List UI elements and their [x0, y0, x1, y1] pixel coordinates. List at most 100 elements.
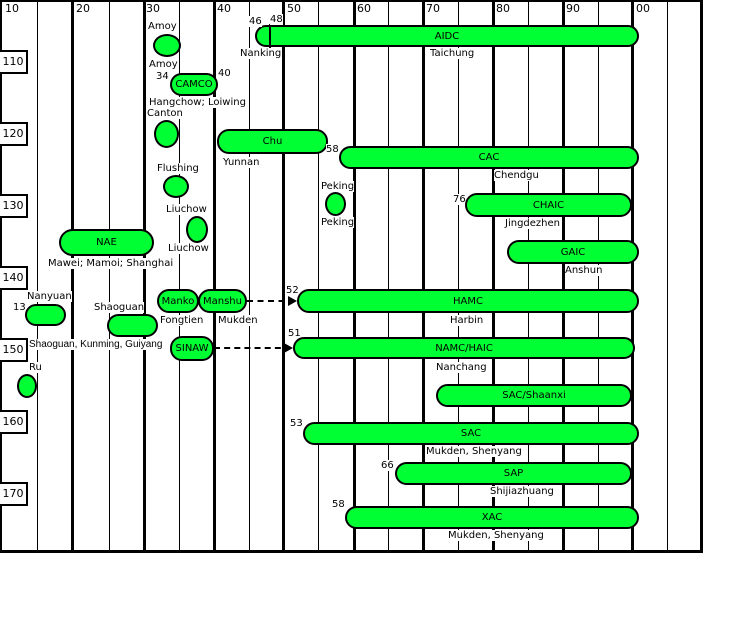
- bar-label: Manko: [161, 295, 195, 307]
- bar-sinaw: SINAW: [170, 336, 214, 361]
- site-canton: [154, 120, 179, 148]
- site-label: Liuchow: [166, 204, 207, 215]
- bar-chu: Chu: [217, 129, 328, 154]
- location-label: Shijiazhuang: [490, 486, 554, 497]
- x-tick: 20: [76, 2, 90, 15]
- site-label: Flushing: [157, 163, 199, 174]
- location-label: Jingdezhen: [505, 218, 560, 229]
- bar-label: NAMC/HAIC: [435, 342, 493, 354]
- start-year: 58: [326, 144, 339, 155]
- y-tick: 120: [0, 122, 28, 146]
- mark-year: 48: [270, 14, 283, 25]
- start-year: 13: [13, 302, 26, 313]
- bar-sac: SAC: [303, 422, 639, 445]
- bar-cac: CAC: [339, 146, 639, 169]
- dashed-arrow: [214, 343, 293, 353]
- dashed-arrow: [247, 296, 297, 306]
- bar-nae: NAE: [59, 229, 154, 256]
- location-label: Mukden, Shenyang: [448, 530, 544, 541]
- bar-label: NAE: [96, 237, 117, 248]
- location-label: Chendgu: [494, 170, 539, 181]
- start-year: 46: [249, 16, 262, 27]
- bar-manko: Manko: [157, 289, 199, 313]
- bar-hamc: HAMC: [297, 289, 639, 313]
- site-label: Peking: [321, 181, 355, 192]
- grid-line: [458, 0, 459, 551]
- location-label: Mukden: [218, 315, 258, 326]
- site-label: Liuchow: [168, 243, 209, 254]
- site-label: Canton: [147, 108, 183, 119]
- bar-label: CHAIC: [532, 199, 565, 211]
- grid-line: [353, 0, 356, 551]
- site-label: Amoy: [148, 21, 177, 32]
- start-year: 53: [290, 418, 303, 429]
- y-tick: 170: [0, 482, 28, 506]
- grid-line: [631, 0, 634, 551]
- mark-line: [269, 24, 271, 58]
- bar-aidc: AIDC: [255, 25, 639, 47]
- site-amoy: [153, 34, 181, 57]
- bar-xac: XAC: [345, 506, 639, 529]
- x-tick: 30: [146, 2, 160, 15]
- site-ru: [17, 374, 37, 398]
- bar-sap: SAP: [395, 462, 632, 485]
- grid-line: [143, 0, 146, 551]
- grid-line: [388, 0, 389, 551]
- bar-camco: CAMCO: [170, 73, 218, 96]
- y-tick: 110: [0, 50, 28, 74]
- y-tick: 150: [0, 338, 28, 362]
- x-tick: 90: [566, 2, 580, 15]
- location-label: Harbin: [450, 315, 484, 326]
- location-label: Yunnan: [223, 157, 260, 168]
- location-label: Nanchang: [436, 362, 487, 373]
- location-label: Hangchow; Loiwing: [149, 97, 246, 108]
- bar-label: HAMC: [453, 295, 483, 307]
- bar-chaic: CHAIC: [465, 193, 632, 217]
- start-year: 52: [286, 285, 299, 296]
- end-year: 40: [218, 68, 231, 79]
- bar-namc-haic: NAMC/HAIC: [293, 337, 635, 359]
- grid-line: [492, 0, 495, 551]
- bar-label: XAC: [481, 512, 503, 523]
- x-tick: 70: [426, 2, 440, 15]
- site-label: Ru: [29, 362, 42, 373]
- site-liuchow: [186, 216, 208, 243]
- location-label: Taichung: [430, 48, 475, 59]
- site-flushing: [163, 175, 189, 198]
- bar-nanyuan: [25, 304, 66, 326]
- location-label: Shaoguan, Kunming, Guiyang: [29, 339, 163, 350]
- bar-sac-shaanxi: SAC/Shaanxi: [436, 384, 632, 407]
- x-tick: 10: [5, 2, 19, 15]
- x-tick: 00: [636, 2, 650, 15]
- location-label: Anshun: [565, 265, 603, 276]
- site-label: Shaoguan: [94, 302, 145, 313]
- bar-gaic: GAIC: [507, 240, 639, 264]
- start-year: 76: [453, 194, 466, 205]
- grid-line: [422, 0, 425, 551]
- start-year: 66: [381, 460, 394, 471]
- bar-label: SINAW: [175, 343, 209, 354]
- bar-label: CAMCO: [175, 79, 213, 90]
- grid-line: [667, 0, 668, 551]
- start-year: 58: [332, 499, 345, 510]
- bar-label: Manshu: [203, 295, 242, 307]
- start-year: 51: [288, 328, 301, 339]
- location-label: Mawei; Mamoi; Shanghai: [48, 258, 174, 269]
- grid-line: [282, 0, 285, 551]
- x-tick: 60: [357, 2, 371, 15]
- y-tick: 140: [0, 266, 28, 290]
- grid-line: [528, 0, 529, 551]
- bar-manshu: Manshu: [198, 289, 247, 313]
- location-label: Nanking: [240, 48, 282, 59]
- bar-label: AIDC: [434, 30, 460, 42]
- site-label: Nanyuan: [27, 291, 72, 302]
- location-label: Mukden, Shenyang: [426, 446, 522, 457]
- site-label: Amoy: [149, 59, 178, 70]
- y-tick: 130: [0, 194, 28, 218]
- grid-line: [249, 0, 250, 551]
- grid-line: [562, 0, 565, 551]
- start-year: 34: [156, 71, 169, 82]
- bar-label: CAC: [478, 152, 500, 163]
- grid-line: [213, 0, 216, 551]
- grid-line: [318, 0, 319, 551]
